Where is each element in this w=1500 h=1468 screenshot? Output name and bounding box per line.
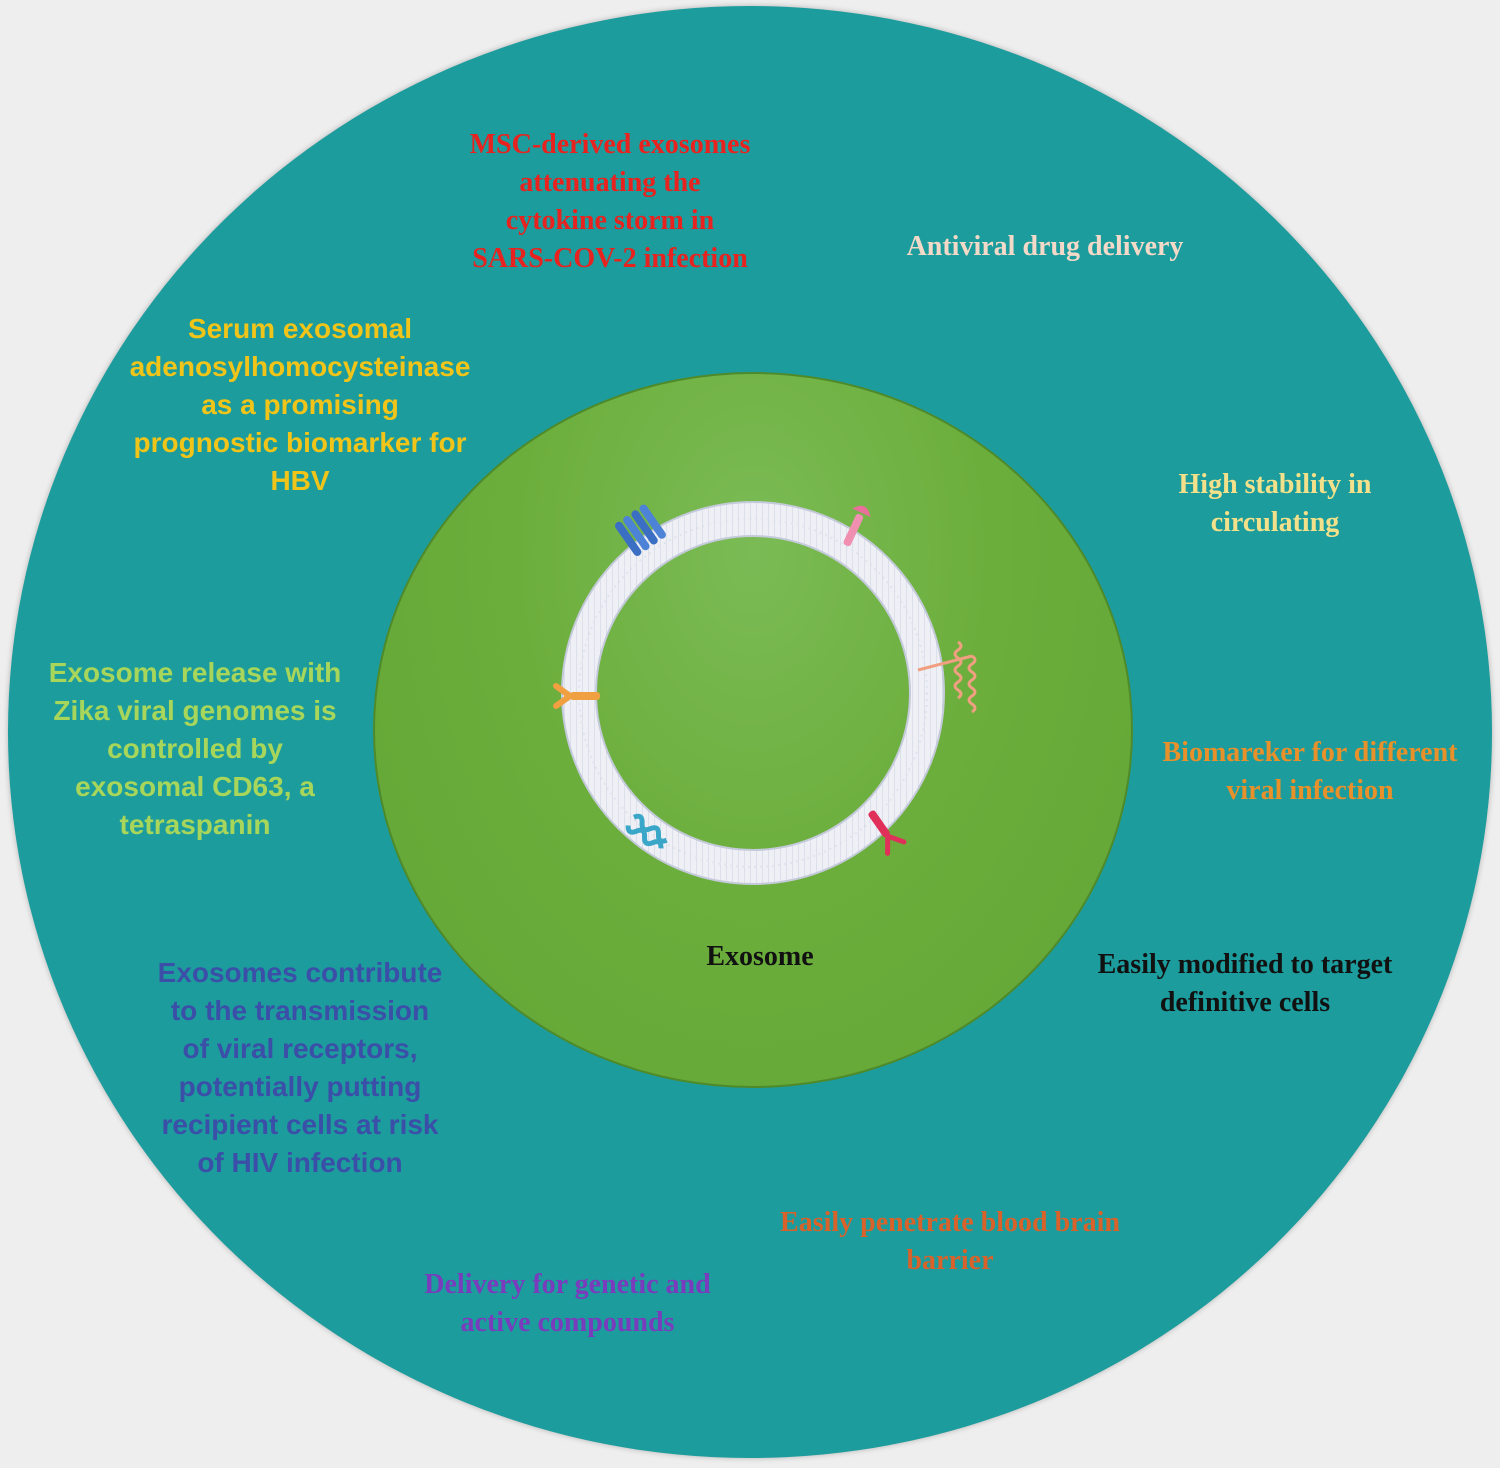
label-hiv-transmission: Exosomes contribute to the transmission … xyxy=(157,957,443,1178)
label-easily-modified: Easily modified to target definitive cel… xyxy=(1097,949,1393,1018)
label-serum-biomarker-hbv: Serum exosomal adenosylhomocysteinase as… xyxy=(129,313,471,496)
helix-protein-icon xyxy=(917,640,977,714)
exosome-vesicle-illustration xyxy=(553,501,977,885)
pink-receptor-icon xyxy=(843,505,871,547)
label-zika-cd63: Exosome release with Zika viral genomes … xyxy=(48,657,342,840)
teal-helix-icon xyxy=(625,813,668,849)
label-antiviral-drug-delivery: Antiviral drug delivery xyxy=(906,231,1184,262)
label-high-stability: High stability in circulating xyxy=(1178,469,1372,538)
label-blood-brain-barrier: Easily penetrate blood brain barrier xyxy=(780,1207,1120,1276)
red-receptor-icon xyxy=(868,810,907,856)
exosome-label: Exosome xyxy=(706,941,814,972)
orange-receptor-icon xyxy=(553,683,600,709)
tetraspanin-protein-icon xyxy=(614,504,666,556)
label-genetic-delivery: Delivery for genetic and active compound… xyxy=(424,1269,711,1338)
label-biomarker-viral-infection: Biomareker for different viral infection xyxy=(1162,737,1458,806)
label-msc-exosomes: MSC-derived exosomes attenuating the cyt… xyxy=(469,129,751,274)
exosome-circle xyxy=(373,372,1133,1088)
